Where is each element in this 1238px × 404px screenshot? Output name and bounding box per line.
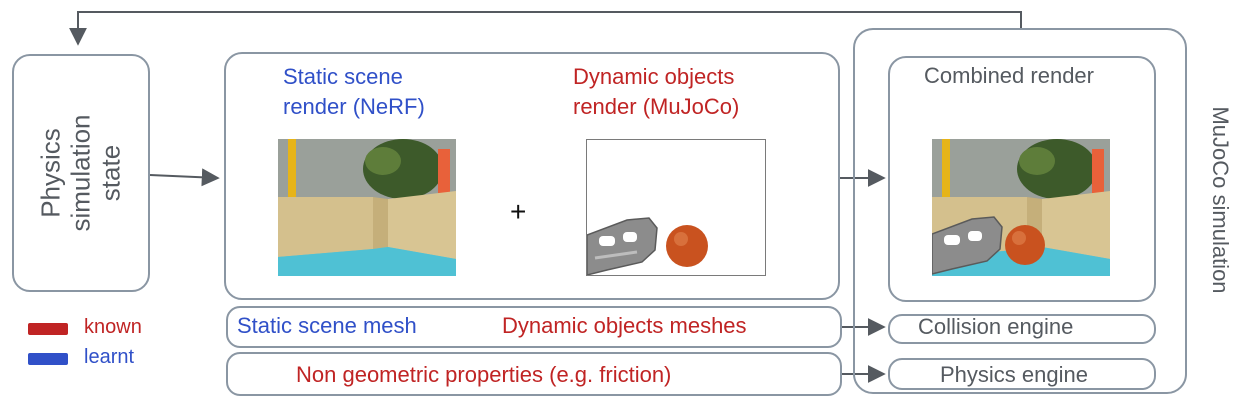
dynamic-render-title-line-2: render (MuJoCo) [573,94,740,119]
physics-state-box [12,54,150,292]
feedback-arrow [69,11,1022,46]
nerf-static-render-image [278,139,456,276]
collision-engine-box [888,314,1156,344]
mujoco-simulation-group [853,28,1187,394]
static-render-title-line-1: Static scene [283,64,403,89]
combined-render-image [932,139,1110,276]
static-scene-mesh-label: Static scene mesh [237,313,417,338]
state-to-render-arrow [149,168,220,187]
mujoco-simulation-label: MuJoCo simulation [1208,106,1233,294]
dynamic-objects-meshes-label: Dynamic objects meshes [502,313,747,338]
plus-sign: + [510,196,527,227]
mujoco-simulation-label-wrap: MuJoCo simulation [1204,80,1236,320]
physics-state-line-2: simulation [66,114,96,232]
render-panel [224,52,840,300]
non-geometric-properties-label: Non geometric properties (e.g. friction) [296,362,672,387]
mesh-row [226,306,842,348]
static-render-title: Static scene render (NeRF) [283,62,425,122]
mujoco-dynamic-render-image [586,139,766,276]
combined-render-title: Combined render [924,63,1094,88]
legend-swatch-learnt [28,353,68,365]
physics-state-label: Physics simulation state [36,114,126,231]
physics-engine-label: Physics engine [940,362,1088,387]
legend-label-known: known [84,316,142,338]
properties-row [226,352,842,396]
physics-state-label-wrap: Physics simulation state [12,54,150,292]
combined-render-panel [888,56,1156,302]
dynamic-render-title-line-1: Dynamic objects [573,64,735,89]
collision-engine-label: Collision engine [918,314,1074,339]
static-render-title-line-2: render (NeRF) [283,94,425,119]
physics-state-line-3: state [96,144,126,202]
legend-swatch-known [28,323,68,335]
physics-engine-box [888,358,1156,390]
physics-state-line-1: Physics [36,128,66,218]
dynamic-render-title: Dynamic objects render (MuJoCo) [573,62,739,122]
legend-label-learnt: learnt [84,346,135,368]
